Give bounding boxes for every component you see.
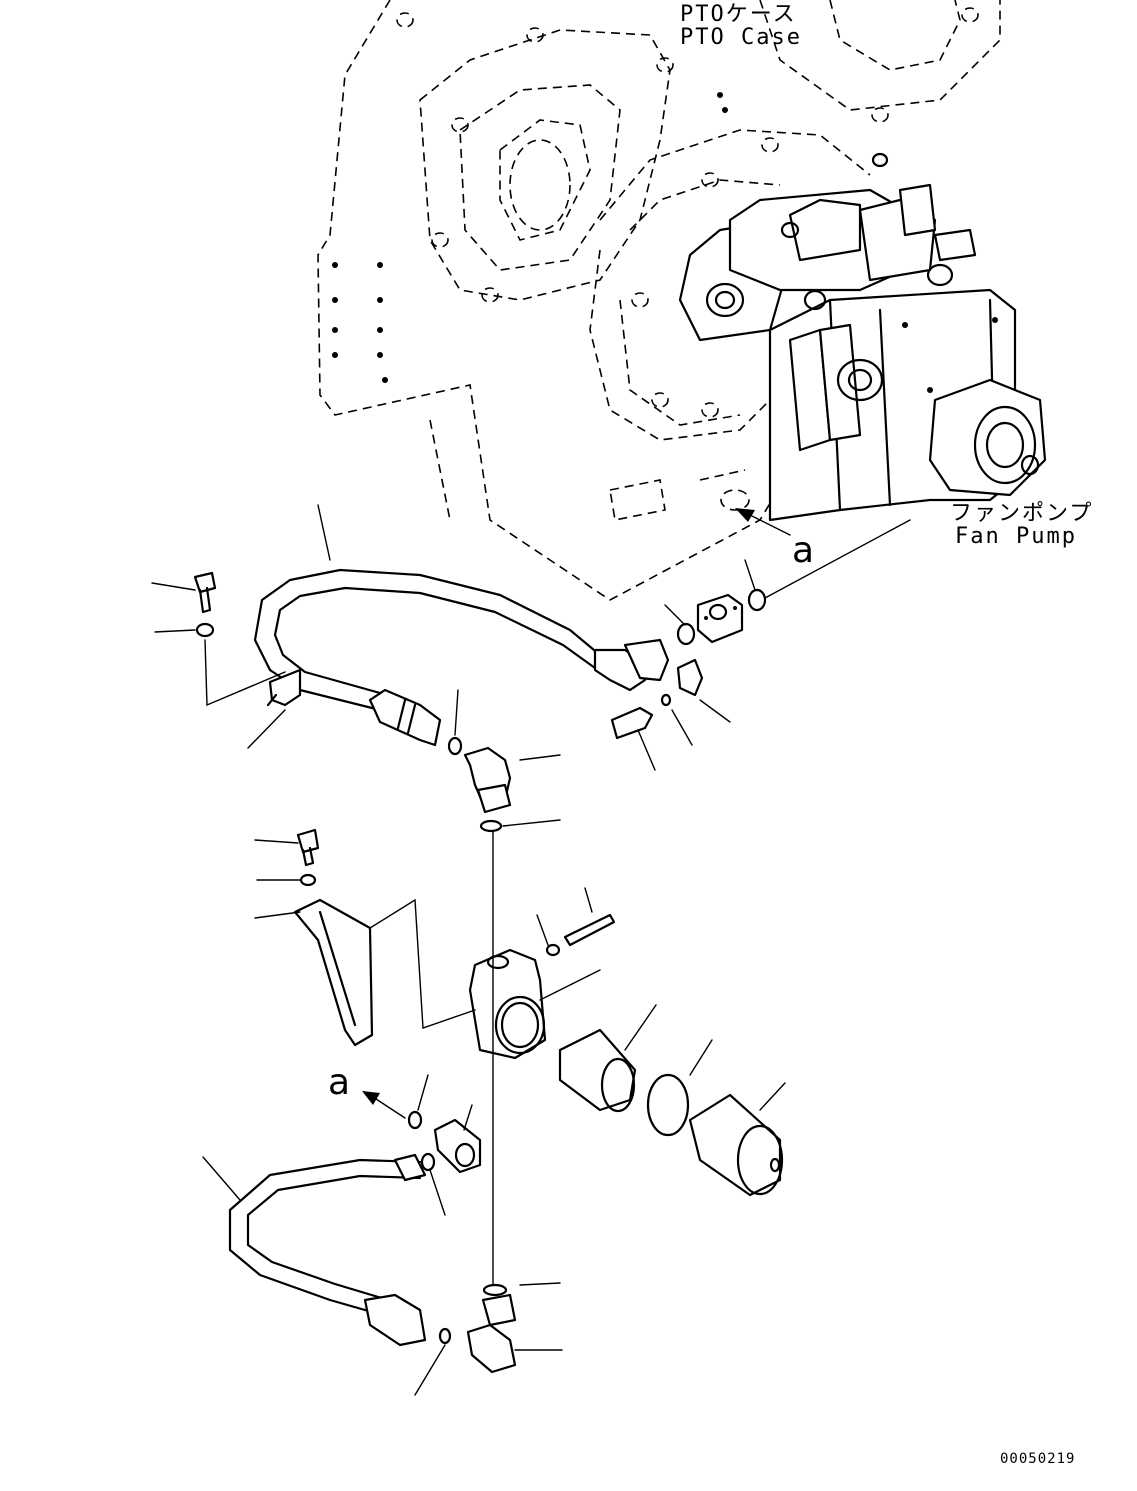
- split-flange: [610, 588, 767, 740]
- connection-mark-bottom: a: [328, 1062, 350, 1103]
- pto-case-outline: [317, 0, 1001, 601]
- filter-bracket: [293, 828, 374, 1047]
- filter-element: [558, 1028, 784, 1197]
- leader-lines: [151, 504, 911, 1396]
- upper-elbow-fitting: [447, 736, 512, 833]
- upper-hose: [253, 568, 670, 747]
- filter-head: [468, 913, 616, 1060]
- fan-pump-label-jp: ファンポンプ: [950, 501, 1093, 526]
- pto-case-label-jp: PTOケース: [680, 2, 797, 27]
- fan-pump-assembly: [678, 152, 1047, 522]
- connection-arrows: [362, 508, 791, 1119]
- connection-mark-top: a: [792, 530, 814, 571]
- drawing-number: 00050219: [1000, 1451, 1075, 1467]
- pto-case-label-en: PTO Case: [680, 25, 802, 50]
- lower-hose: [228, 1110, 517, 1374]
- fan-pump-label-en: Fan Pump: [955, 524, 1077, 549]
- bolt-upper-left: [193, 571, 217, 638]
